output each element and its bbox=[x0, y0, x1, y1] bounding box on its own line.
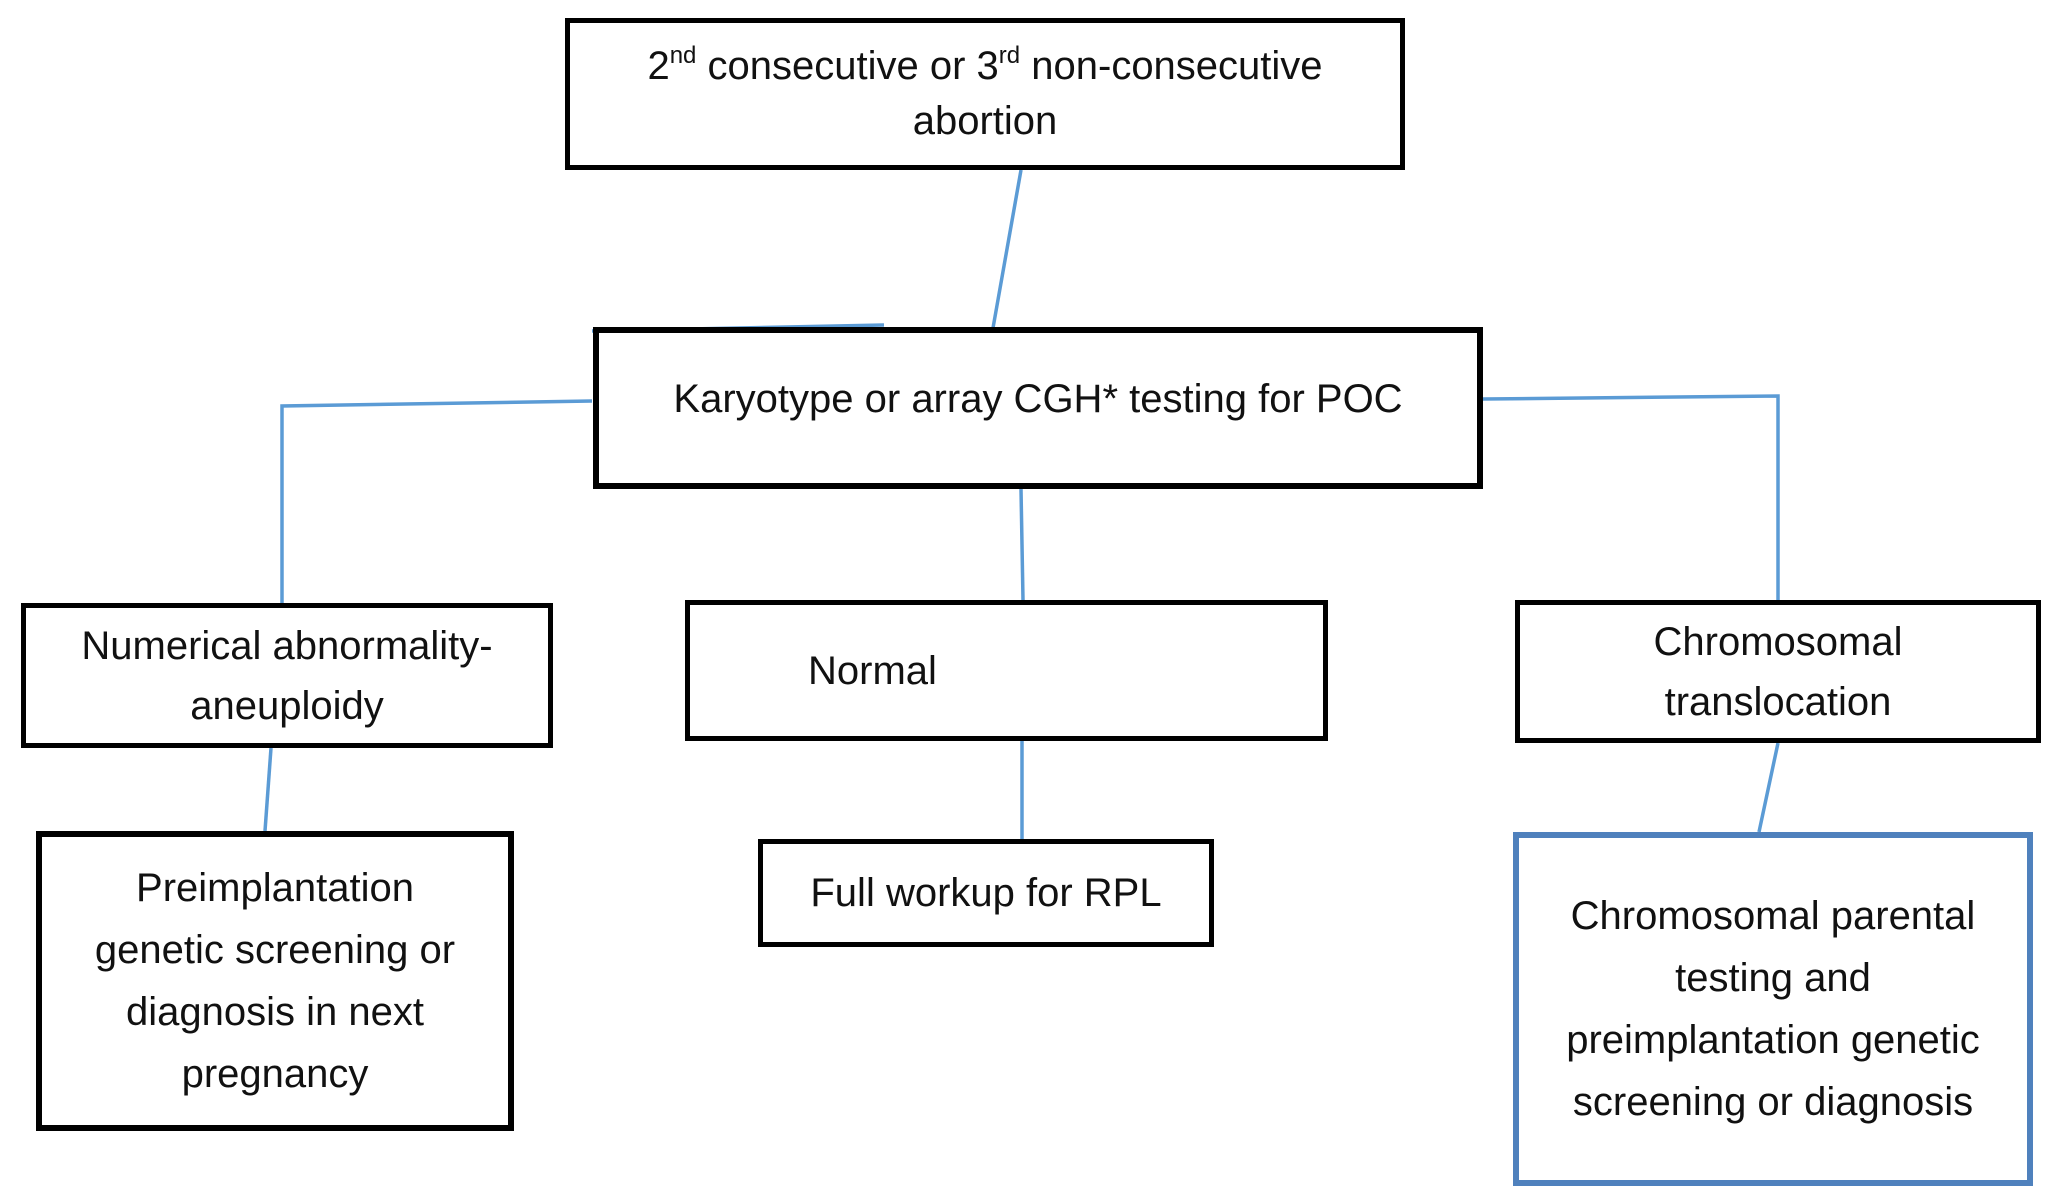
node-normal-label: Normal bbox=[808, 648, 937, 693]
node-full-workup-label: Full workup for RPL bbox=[810, 871, 1162, 915]
node-numerical-abnormality: Numerical abnormality- aneuploidy bbox=[21, 603, 553, 748]
abortion-text-part: 2 bbox=[647, 44, 670, 88]
node-translocation-label: Chromosomal translocation bbox=[1653, 619, 1903, 724]
node-numerical-label: Numerical abnormality- aneuploidy bbox=[81, 623, 493, 728]
abortion-text-line2: abortion bbox=[912, 99, 1058, 143]
node-normal: Normal bbox=[685, 600, 1328, 741]
connector-numerical-to-preimplantation bbox=[263, 747, 273, 832]
abortion-text-part: non-consecutive bbox=[1020, 44, 1323, 88]
node-parental-testing: Chromosomal parental testing and preimpl… bbox=[1513, 832, 2033, 1186]
connector-karyotype-to-translocation bbox=[1482, 394, 1780, 600]
node-karyotype-label: Karyotype or array CGH* testing for POC bbox=[673, 377, 1403, 421]
node-preimplantation-label: Preimplantation genetic screening or dia… bbox=[94, 866, 456, 1096]
node-abortion-label: 2nd consecutive or 3rd non-consecutive a… bbox=[647, 0, 1322, 204]
node-parental-label: Chromosomal parental testing and preimpl… bbox=[1566, 894, 1980, 1124]
node-preimplantation-screening: Preimplantation genetic screening or dia… bbox=[36, 831, 514, 1131]
node-full-workup-rpl: Full workup for RPL bbox=[758, 839, 1214, 947]
connector-translocation-to-parental bbox=[1757, 742, 1780, 833]
abortion-superscript-nd: nd bbox=[669, 42, 697, 69]
connector-karyotype-to-normal bbox=[1019, 488, 1025, 601]
abortion-superscript-rd: rd bbox=[998, 42, 1021, 69]
abortion-text-part: consecutive or 3 bbox=[696, 44, 999, 88]
node-chromosomal-translocation: Chromosomal translocation bbox=[1515, 600, 2041, 743]
node-karyotype-testing: Karyotype or array CGH* testing for POC bbox=[593, 327, 1483, 489]
node-abortion: 2nd consecutive or 3rd non-consecutive a… bbox=[565, 18, 1405, 170]
connector-karyotype-to-numerical bbox=[280, 399, 593, 603]
